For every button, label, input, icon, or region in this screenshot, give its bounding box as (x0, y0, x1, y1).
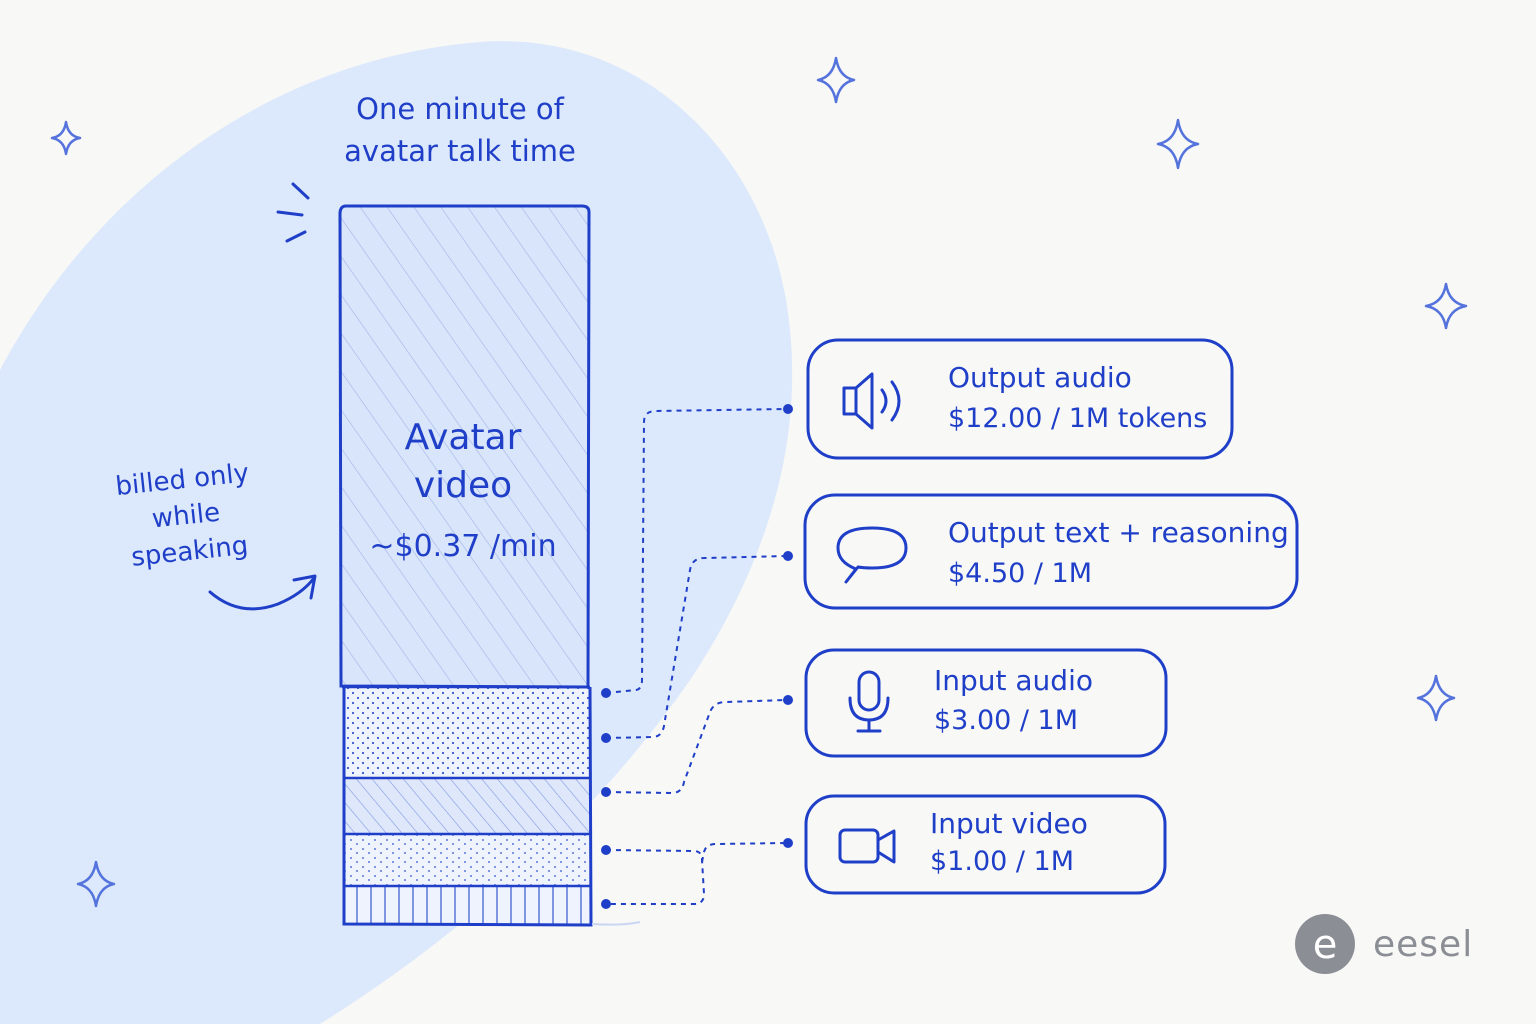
stacked-bar (338, 204, 641, 927)
sparkle-icon (50, 120, 82, 156)
brand-name: eesel (1373, 924, 1474, 965)
sparkle-icon (76, 860, 116, 908)
speech-bubble-icon (836, 526, 908, 584)
card-output-audio-box (806, 338, 1234, 460)
connector-output-audio (605, 408, 787, 694)
card-output-audio-price: $12.00 / 1M tokens (948, 403, 1208, 434)
brand-logo: e (1295, 914, 1355, 974)
connector-input-video (605, 849, 706, 905)
curved-arrow (208, 574, 317, 611)
card-output-text-price: $4.50 / 1M (948, 558, 1093, 589)
connector-dots (601, 404, 793, 909)
billing-note: billed only while speaking (91, 453, 281, 579)
microphone-icon (848, 670, 890, 733)
card-input-audio-box (804, 648, 1168, 758)
card-input-video-label: Input video (930, 807, 1088, 840)
card-input-video-price: $1.00 / 1M (930, 846, 1075, 877)
title-line-2: avatar talk time (344, 134, 576, 168)
video-camera-icon (838, 828, 896, 864)
bar-price: ~$0.37 /min (369, 529, 557, 564)
sparkle-icon (816, 56, 856, 104)
brand-logo-letter: e (1313, 922, 1338, 968)
card-input-audio-label: Input audio (934, 664, 1093, 697)
bar-title-line-2: video (413, 465, 513, 506)
sparkle-icon (1424, 282, 1468, 330)
bar-title-line-1: Avatar (404, 417, 522, 458)
bar-title: Avatar video (345, 414, 581, 510)
title-line-1: One minute of (356, 92, 564, 126)
card-output-text-label: Output text + reasoning (948, 516, 1289, 549)
connectors (605, 408, 787, 905)
sparkle-icon (1416, 674, 1456, 722)
emphasis-marks (276, 182, 310, 243)
card-output-text-box (803, 493, 1299, 610)
card-output-audio-label: Output audio (948, 361, 1132, 394)
connector-output-text (605, 555, 787, 739)
speaker-icon (842, 372, 901, 430)
diagram-title: One minute of avatar talk time (300, 88, 620, 172)
card-input-video-box (804, 794, 1167, 895)
card-input-audio-price: $3.00 / 1M (934, 705, 1079, 736)
sparkle-icon (1156, 118, 1200, 170)
connector-input-audio (605, 699, 787, 795)
